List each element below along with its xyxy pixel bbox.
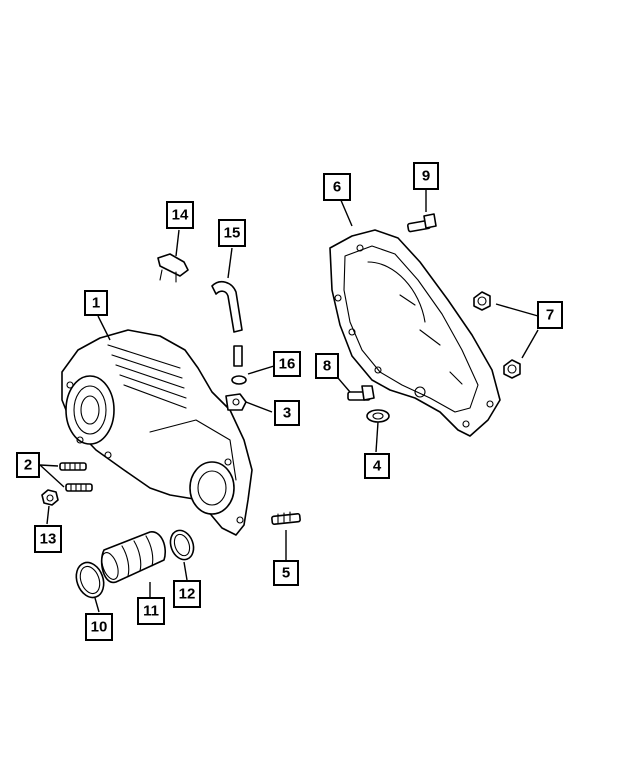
callout-1: 1 bbox=[84, 290, 108, 316]
bolt-part-8 bbox=[347, 385, 375, 401]
callout-5: 5 bbox=[273, 560, 299, 586]
callout-15: 15 bbox=[218, 219, 246, 247]
svg-text:11: 11 bbox=[143, 603, 159, 620]
vent-fitting-part-3 bbox=[225, 393, 247, 411]
nut-part-13 bbox=[41, 489, 59, 506]
plug-part-7-lower bbox=[503, 359, 521, 379]
callout-7: 7 bbox=[537, 301, 563, 329]
svg-text:8: 8 bbox=[323, 358, 331, 375]
plug-part-7-upper bbox=[473, 291, 491, 311]
svg-text:13: 13 bbox=[40, 531, 57, 548]
svg-text:2: 2 bbox=[24, 457, 32, 474]
svg-text:5: 5 bbox=[282, 565, 290, 582]
svg-text:4: 4 bbox=[373, 458, 382, 475]
svg-text:3: 3 bbox=[283, 405, 291, 422]
svg-text:12: 12 bbox=[179, 586, 196, 603]
clamp-ring-part-12 bbox=[169, 529, 195, 561]
o-ring-part-16 bbox=[231, 375, 247, 385]
svg-text:6: 6 bbox=[333, 179, 341, 196]
rear-case-half bbox=[329, 229, 501, 437]
svg-text:1: 1 bbox=[92, 295, 100, 312]
callout-4: 4 bbox=[364, 453, 390, 479]
vent-hose-part-15 bbox=[211, 280, 243, 367]
clip-part-14 bbox=[157, 253, 189, 283]
callout-13: 13 bbox=[34, 525, 62, 553]
svg-text:9: 9 bbox=[422, 168, 430, 185]
callout-11: 11 bbox=[137, 597, 165, 625]
svg-text:15: 15 bbox=[224, 225, 241, 242]
callout-2: 2 bbox=[16, 452, 40, 478]
bolt-part-9 bbox=[406, 213, 437, 233]
leader-lines bbox=[39, 190, 539, 613]
callout-8: 8 bbox=[315, 353, 339, 379]
callout-12: 12 bbox=[173, 580, 201, 608]
svg-text:10: 10 bbox=[91, 619, 108, 636]
callout-9: 9 bbox=[413, 162, 439, 190]
callout-16: 16 bbox=[273, 351, 301, 377]
washer-part-4 bbox=[366, 409, 390, 423]
callout-10: 10 bbox=[85, 613, 113, 641]
callout-3: 3 bbox=[274, 400, 300, 426]
clamp-ring-part-10 bbox=[75, 561, 105, 599]
svg-text:7: 7 bbox=[546, 307, 554, 324]
boot-part-11 bbox=[100, 531, 166, 584]
svg-text:14: 14 bbox=[172, 207, 189, 224]
studs-part-2 bbox=[59, 462, 93, 492]
callout-6: 6 bbox=[323, 173, 351, 201]
front-case-half bbox=[61, 329, 253, 536]
callout-14: 14 bbox=[166, 201, 194, 229]
svg-text:16: 16 bbox=[279, 356, 296, 373]
stud-part-5 bbox=[271, 511, 301, 526]
